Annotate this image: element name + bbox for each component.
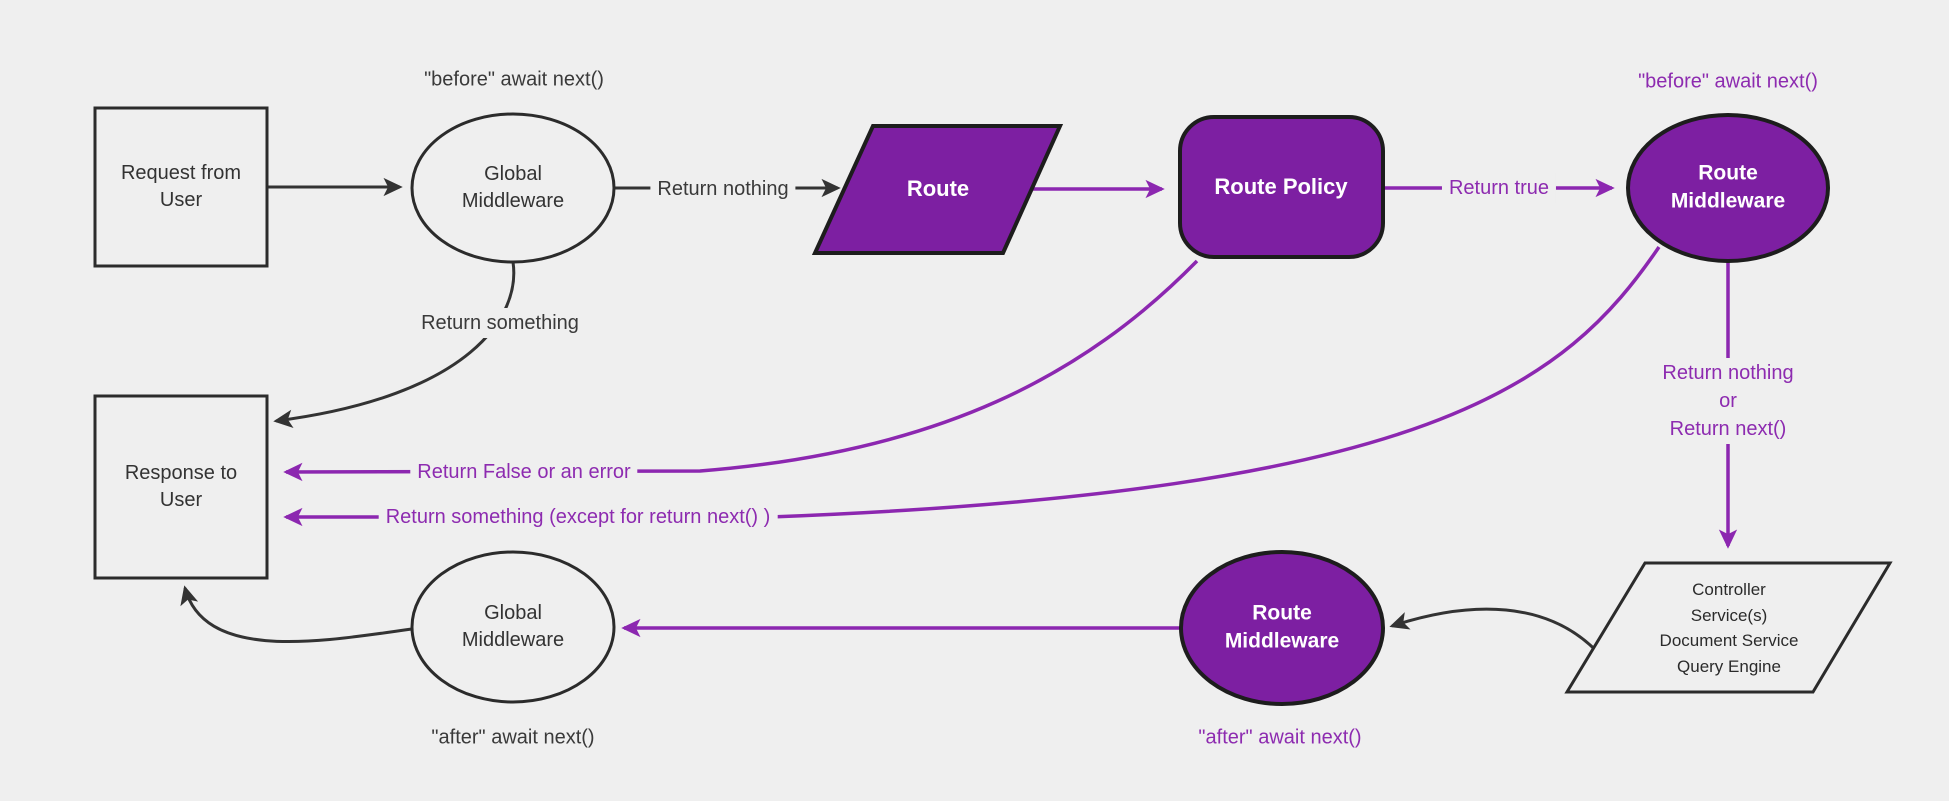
edge-label-return-false-or-error: Return False or an error	[410, 457, 638, 487]
controller-parallelogram-shape	[1564, 561, 1893, 694]
route-middleware-top-ellipse-shape	[1626, 113, 1830, 263]
annotation-after-await-global: "after" await next()	[431, 726, 595, 749]
annotation-before-await-global: "before" await next()	[424, 68, 604, 91]
route-middleware-bottom-ellipse-shape	[1179, 550, 1385, 706]
edge-controller-to-route-middleware-bottom	[1389, 607, 1604, 658]
request-from-user-box-shape	[93, 106, 269, 268]
annotation-before-await-route: "before" await next()	[1638, 70, 1818, 93]
node-route-middleware-bottom: Route Middleware	[1224, 601, 1340, 653]
node-request-from-user: Request from User	[120, 162, 242, 211]
node-global-middleware-top: Global Middleware	[461, 163, 565, 212]
annotation-after-await-route: "after" await next()	[1198, 726, 1362, 749]
controller-line-1: Controller	[1692, 580, 1766, 599]
edge-label-return-true: Return true	[1441, 173, 1557, 203]
controller-line-3: Document Service	[1659, 631, 1799, 650]
edge-global-middleware-bottom-to-response	[180, 585, 413, 643]
node-response-to-user: Response to User	[124, 462, 238, 511]
node-controller-services: Controller Service(s) Document Service Q…	[1619, 577, 1839, 679]
edge-label-return-nothing-or-next: Return nothing or Return next()	[1655, 358, 1801, 444]
edge-label-line-3: Return next()	[1669, 418, 1787, 440]
node-route-policy: Route Policy	[1214, 174, 1348, 200]
edge-label-return-nothing: Return nothing	[650, 174, 796, 204]
controller-line-4: Query Engine	[1677, 656, 1781, 676]
edge-label-return-something: Return something	[414, 308, 586, 338]
edge-label-line-1: Return nothing	[1662, 362, 1794, 384]
edge-route-middleware-return-something-to-response	[283, 246, 1661, 527]
edge-route-policy-return-false-to-response	[283, 259, 1199, 482]
node-route-middleware-top: Route Middleware	[1670, 161, 1786, 213]
response-to-user-box-shape	[93, 394, 269, 580]
edge-label-line-2: or	[1719, 390, 1737, 412]
global-middleware-bottom-ellipse-shape	[410, 550, 616, 704]
node-global-middleware-bottom: Global Middleware	[461, 602, 565, 651]
controller-line-2: Service(s)	[1690, 605, 1768, 625]
node-route: Route	[906, 176, 970, 202]
route-parallelogram-shape	[811, 124, 1064, 255]
route-policy-rounded-rect-shape	[1178, 115, 1385, 259]
edge-global-middleware-return-something-to-response	[273, 261, 516, 428]
edge-label-return-something-except: Return something (except for return next…	[378, 502, 778, 532]
global-middleware-top-ellipse-shape	[410, 112, 616, 264]
